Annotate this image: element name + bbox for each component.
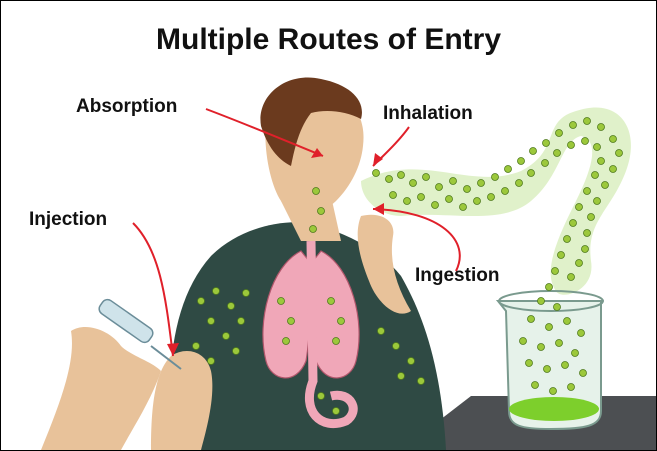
beaker-liquid: [509, 397, 599, 421]
label-inhalation: Inhalation: [383, 103, 473, 125]
arm-with-injection: [151, 351, 212, 450]
label-ingestion: Ingestion: [415, 265, 499, 287]
page-title: Multiple Routes of Entry: [1, 23, 656, 57]
left-hand: [41, 327, 161, 450]
label-absorption: Absorption: [76, 96, 177, 118]
beaker: [498, 291, 603, 429]
label-injection: Injection: [29, 209, 107, 231]
